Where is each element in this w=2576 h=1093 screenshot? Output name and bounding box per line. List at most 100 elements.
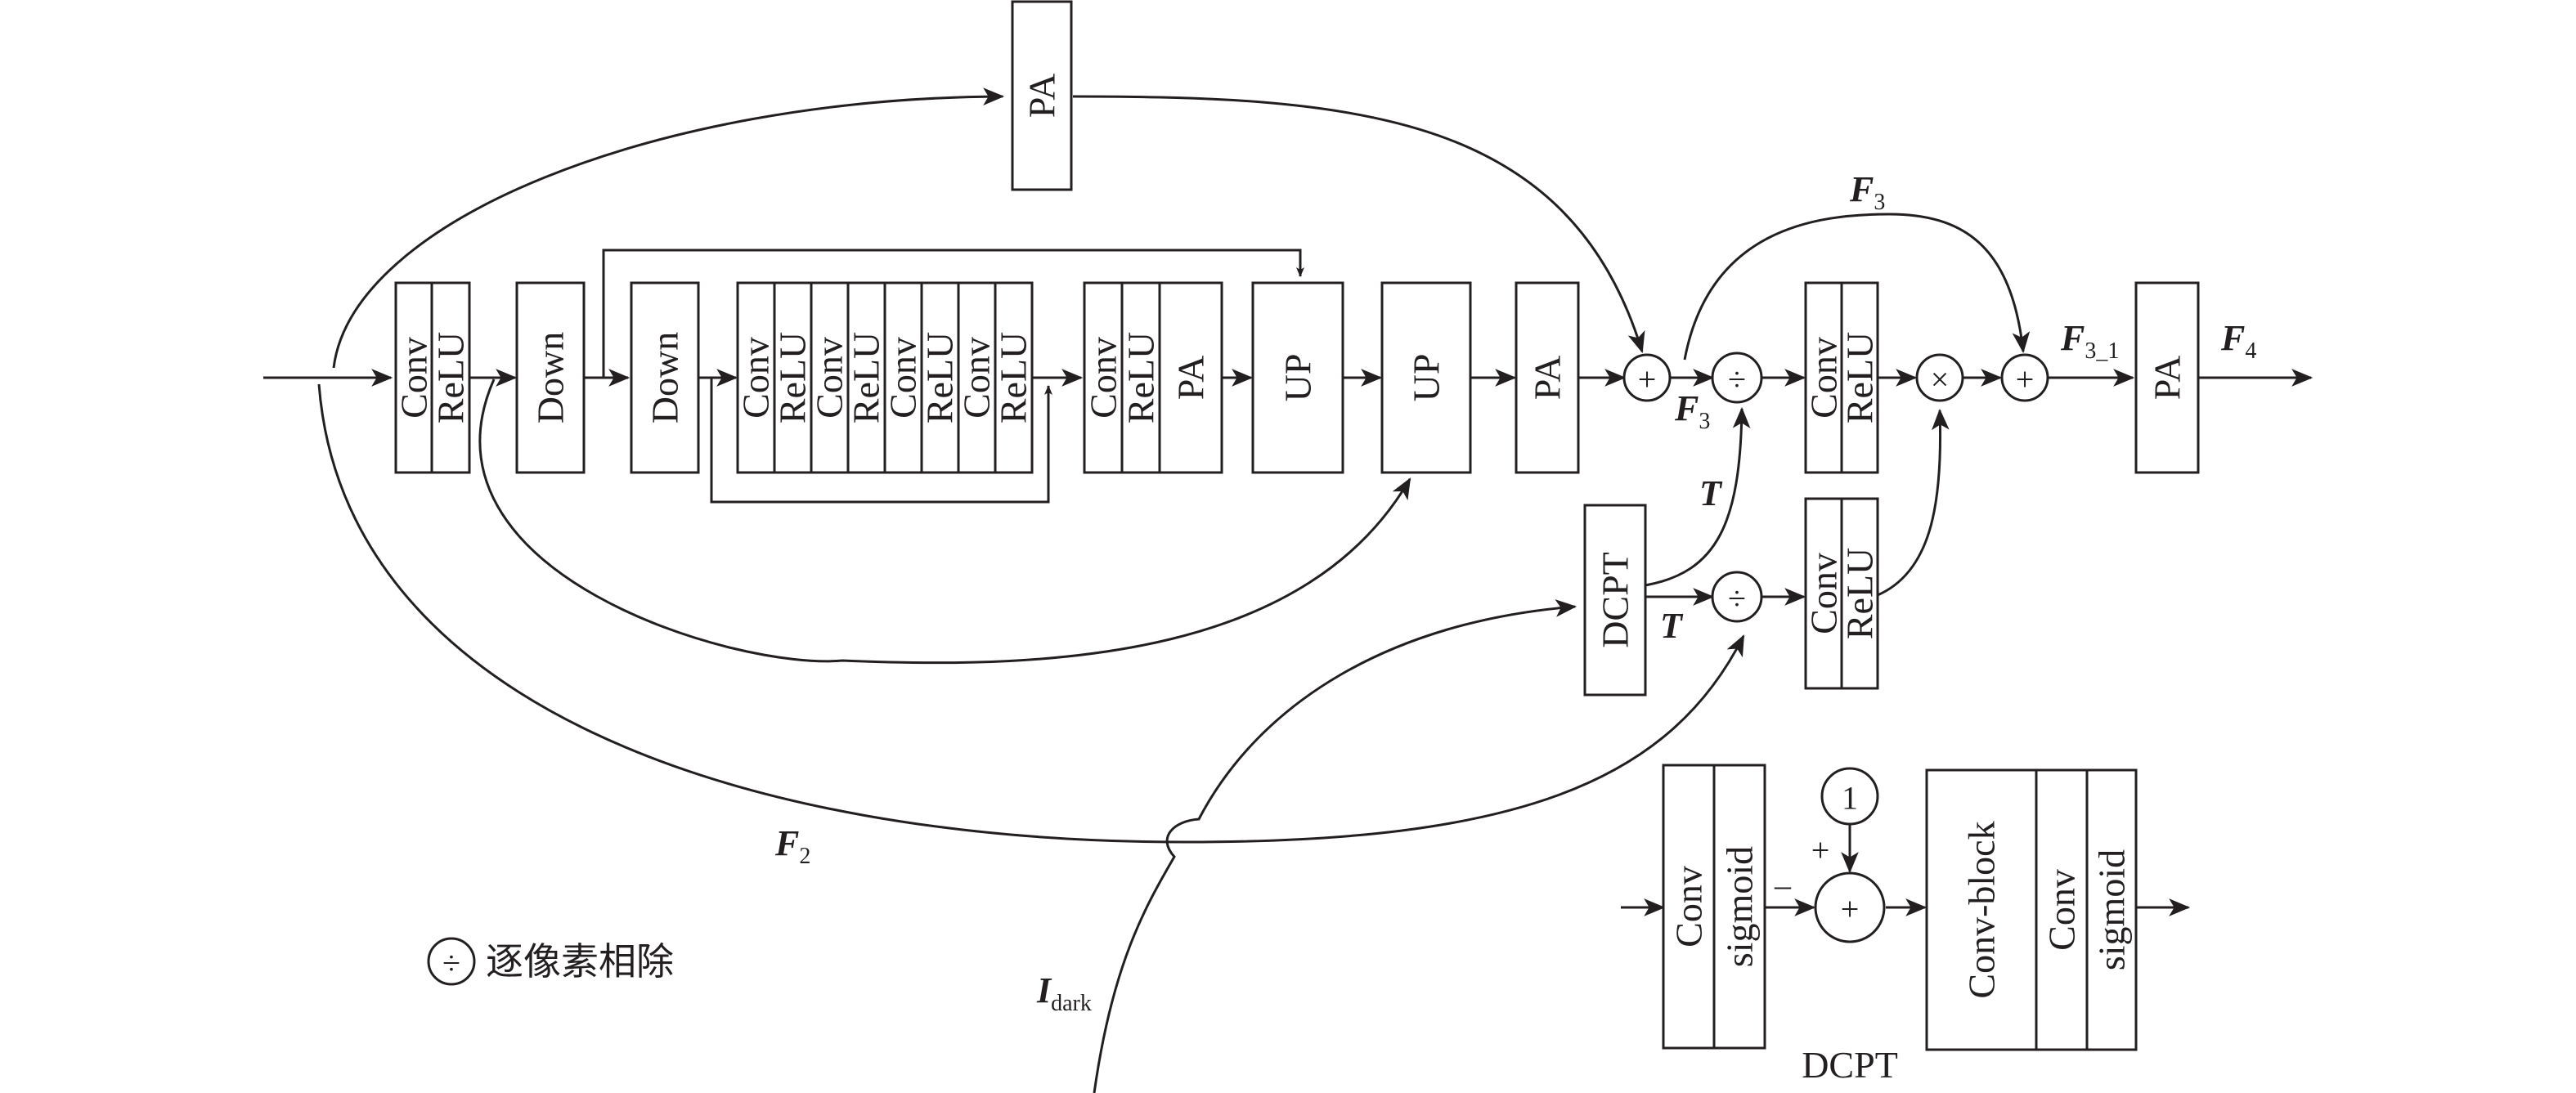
dcpt-one-circle <box>1820 767 1879 826</box>
relu-m-label: ReLU <box>1839 332 1881 423</box>
rb-label: ReLU <box>846 332 887 423</box>
skip-down1-up1 <box>602 249 1304 378</box>
rb-col <box>920 281 960 474</box>
relu1-box <box>430 281 471 474</box>
legend-divide-circle <box>427 937 476 986</box>
blocks: PA Conv ReLU Down Down Conv ReLU Conv Re… <box>393 0 2200 697</box>
relu1-label: ReLU <box>430 332 472 423</box>
up1-label: UP <box>1277 354 1319 402</box>
pa-top-label: PA <box>1021 74 1063 119</box>
dcpt-conv-block-label: Conv-block <box>1961 821 2003 998</box>
relu-l-box <box>1840 497 1879 690</box>
label-f4: F4 <box>2220 318 2256 364</box>
dcpt-conv2-label: Conv <box>2041 869 2083 951</box>
down1-box <box>515 281 586 474</box>
residual-bracket <box>710 378 1052 504</box>
rb-label: Conv <box>735 337 777 419</box>
conv-a-label: Conv <box>1083 337 1124 419</box>
rb-col <box>994 281 1034 474</box>
rb-col <box>883 281 923 474</box>
legend-divide-symbol: ÷ <box>442 945 460 982</box>
relu-m-box <box>1840 281 1879 474</box>
label-f3-mid: F3 <box>1674 388 1710 434</box>
legend-text: 逐像素相除 <box>486 939 674 983</box>
pa-b-label: PA <box>1527 356 1568 401</box>
dcpt-one-label: 1 <box>1842 780 1858 817</box>
operators: + ÷ ÷ × + <box>1622 352 2049 623</box>
pa-out-box <box>2134 281 2200 474</box>
dcpt-sum-circle <box>1814 871 1886 943</box>
pa-out-label: PA <box>2147 356 2188 401</box>
dcpt-caption: DCPT <box>1802 1044 1898 1086</box>
dcpt-sigmoid-label: sigmoid <box>1719 846 1761 967</box>
conv1-label: Conv <box>393 337 435 419</box>
relu-a-label: ReLU <box>1120 332 1162 423</box>
divide-circle-lower <box>1711 571 1763 623</box>
rb-col <box>810 281 850 474</box>
divide-symbol-lower: ÷ <box>1728 580 1746 617</box>
label-f2: F2 <box>774 823 810 869</box>
rb-label: ReLU <box>993 332 1034 423</box>
rb-label: Conv <box>882 337 924 419</box>
pa-a-label: PA <box>1170 356 1212 401</box>
rb-col <box>773 281 813 474</box>
rb-col <box>846 281 886 474</box>
label-f3-1: F3_1 <box>2060 318 2119 364</box>
up2-box <box>1380 281 1472 474</box>
rb-label: Conv <box>956 337 998 419</box>
rb-label: ReLU <box>772 332 814 423</box>
label-t-upper: T <box>1699 473 1723 513</box>
multiply-symbol: × <box>1931 361 1950 398</box>
dcpt-plus-sign: + <box>1811 832 1830 869</box>
dcpt-sum-symbol: + <box>1841 891 1860 928</box>
dcpt-sigmoid2-box <box>2085 768 2138 1051</box>
multiply-circle <box>1915 353 1964 402</box>
down2-label: Down <box>644 332 686 423</box>
label-t-lower: T <box>1660 606 1684 646</box>
dcpt-label: DCPT <box>1595 552 1636 648</box>
plus-circle-2 <box>2000 353 2049 402</box>
pa-top-box <box>1011 0 1073 191</box>
variable-labels: F3 F3 F3_1 F4 T T F2 Idark <box>774 169 2256 1016</box>
path-to-pa-top <box>332 87 1005 369</box>
pa-b-box <box>1515 281 1580 474</box>
dcpt-minus-sign: – <box>1774 867 1792 903</box>
plus-symbol-2: + <box>2016 361 2035 398</box>
legend: ÷ 逐像素相除 <box>427 937 674 986</box>
path-f3-arc <box>1683 213 2031 361</box>
relu-a-box <box>1120 281 1161 474</box>
divide-symbol-upper: ÷ <box>1728 361 1746 398</box>
relu-l-label: ReLU <box>1839 548 1881 639</box>
skip-relu-up2 <box>478 379 1411 665</box>
rb-label: Conv <box>809 337 850 419</box>
label-f3-top: F3 <box>1849 169 1885 215</box>
dcpt-detail: Conv sigmoid – 1 + + Conv-block Conv sig… <box>1662 764 2138 1086</box>
down1-label: Down <box>530 332 572 423</box>
up1-box <box>1251 281 1344 474</box>
path-pa-top-to-plus <box>1072 95 1645 354</box>
plus-symbol-1: + <box>1638 361 1657 398</box>
connections <box>263 87 2313 1093</box>
down2-box <box>630 281 700 474</box>
label-i-dark: Idark <box>1036 970 1092 1016</box>
path-t-upper <box>1645 406 1751 587</box>
up2-label: UP <box>1406 354 1447 402</box>
path-lower-to-multiply <box>1877 408 1950 597</box>
plus-circle-1 <box>1622 353 1672 402</box>
conv-l-label: Conv <box>1803 553 1845 634</box>
dcpt-sigmoid-box <box>1712 764 1766 1050</box>
rb-label: ReLU <box>919 332 961 423</box>
dcpt-conv-block-box <box>1925 768 2038 1051</box>
dcpt-sigmoid2-label: sigmoid <box>2091 849 2133 970</box>
dcpt-conv-label: Conv <box>1668 866 1710 947</box>
path-i-dark <box>1093 599 1577 1093</box>
conv-m-label: Conv <box>1803 337 1845 419</box>
pa-a-box <box>1158 281 1223 474</box>
divide-circle-upper <box>1711 352 1763 404</box>
conv-a-box <box>1083 281 1124 474</box>
residual-block: Conv ReLU Conv ReLU Conv ReLU Conv ReLU <box>735 281 1034 474</box>
path-f2 <box>317 383 1745 844</box>
dcpt-box <box>1583 504 1647 697</box>
rb-col <box>736 281 776 474</box>
